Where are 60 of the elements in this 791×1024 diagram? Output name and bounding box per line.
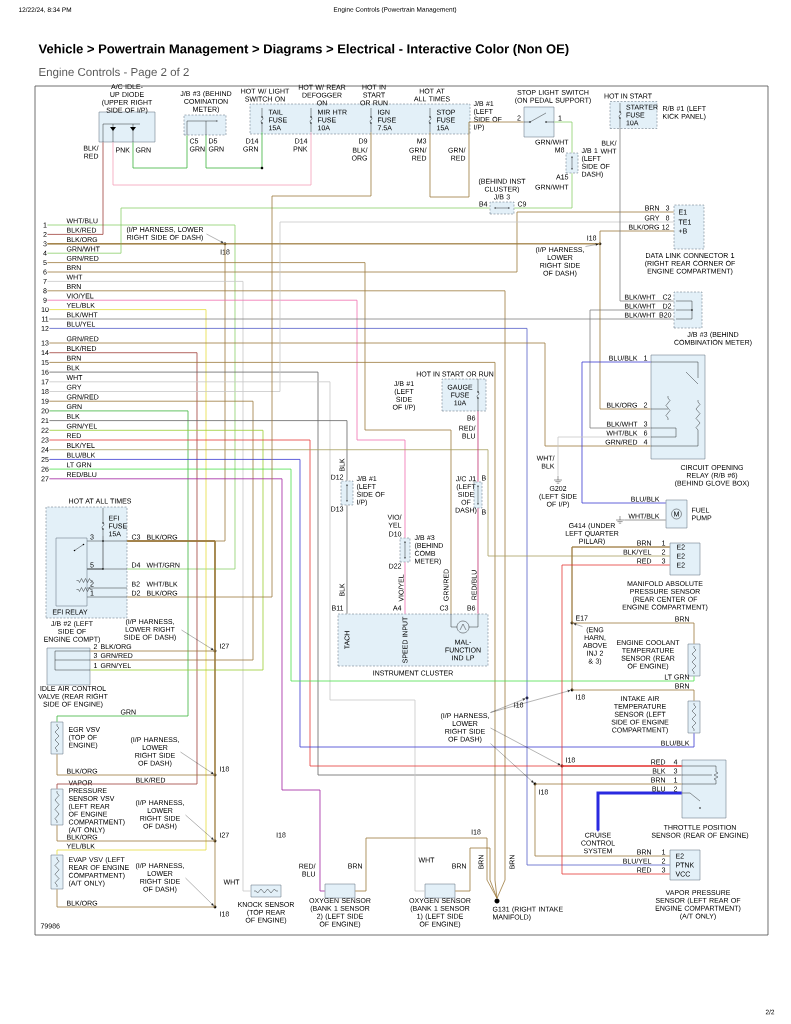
wire <box>47 141 104 235</box>
wire <box>49 381 426 892</box>
wire <box>49 429 264 671</box>
leader-line <box>490 698 526 713</box>
wire <box>581 361 667 504</box>
wire <box>596 791 682 832</box>
wire <box>87 534 104 570</box>
wire <box>205 131 263 169</box>
wire <box>49 352 198 790</box>
leader-line <box>180 751 214 775</box>
wire <box>49 309 207 856</box>
wire <box>126 131 372 598</box>
wire <box>47 211 675 273</box>
wire <box>513 172 573 209</box>
wire <box>49 478 326 892</box>
wire <box>557 436 652 477</box>
wire <box>49 420 348 482</box>
wire <box>534 783 683 857</box>
wire <box>47 299 406 539</box>
leader-line <box>185 877 214 906</box>
wire <box>619 126 675 302</box>
wire <box>571 546 695 702</box>
leader-line <box>585 243 599 247</box>
leader-line <box>490 690 571 713</box>
leader-line <box>490 743 534 783</box>
wire <box>346 504 348 615</box>
wire <box>47 243 652 410</box>
wire <box>49 221 675 392</box>
wire <box>623 519 667 521</box>
page-subtitle: Engine Controls - Page 2 of 2 <box>39 67 189 79</box>
leader-line <box>573 623 583 627</box>
wire <box>477 410 479 483</box>
wire <box>561 564 683 767</box>
wire <box>49 468 695 682</box>
wire <box>49 342 652 447</box>
wire <box>47 224 236 570</box>
leader-line <box>185 814 214 840</box>
wire <box>553 121 573 154</box>
wire <box>429 121 525 198</box>
wire <box>354 837 498 899</box>
leader-line <box>181 629 214 651</box>
wire <box>132 134 188 169</box>
wire <box>454 847 498 899</box>
page-title: Vehicle > Powertrain Management > Diagrams > Electrical - Interactive Color (Non OE) <box>38 43 569 57</box>
wire <box>49 449 671 557</box>
leader-line <box>206 233 224 243</box>
wire <box>49 400 254 661</box>
wire <box>49 328 671 866</box>
wire <box>49 410 189 723</box>
wire <box>112 131 312 186</box>
wire <box>47 281 252 892</box>
wire <box>47 207 491 254</box>
wire <box>48 318 675 320</box>
wire <box>404 561 406 615</box>
wire <box>49 371 683 776</box>
wire <box>47 262 452 615</box>
wire <box>477 507 479 615</box>
wire <box>589 309 675 429</box>
leader-line <box>490 727 561 766</box>
wire <box>56 540 216 908</box>
